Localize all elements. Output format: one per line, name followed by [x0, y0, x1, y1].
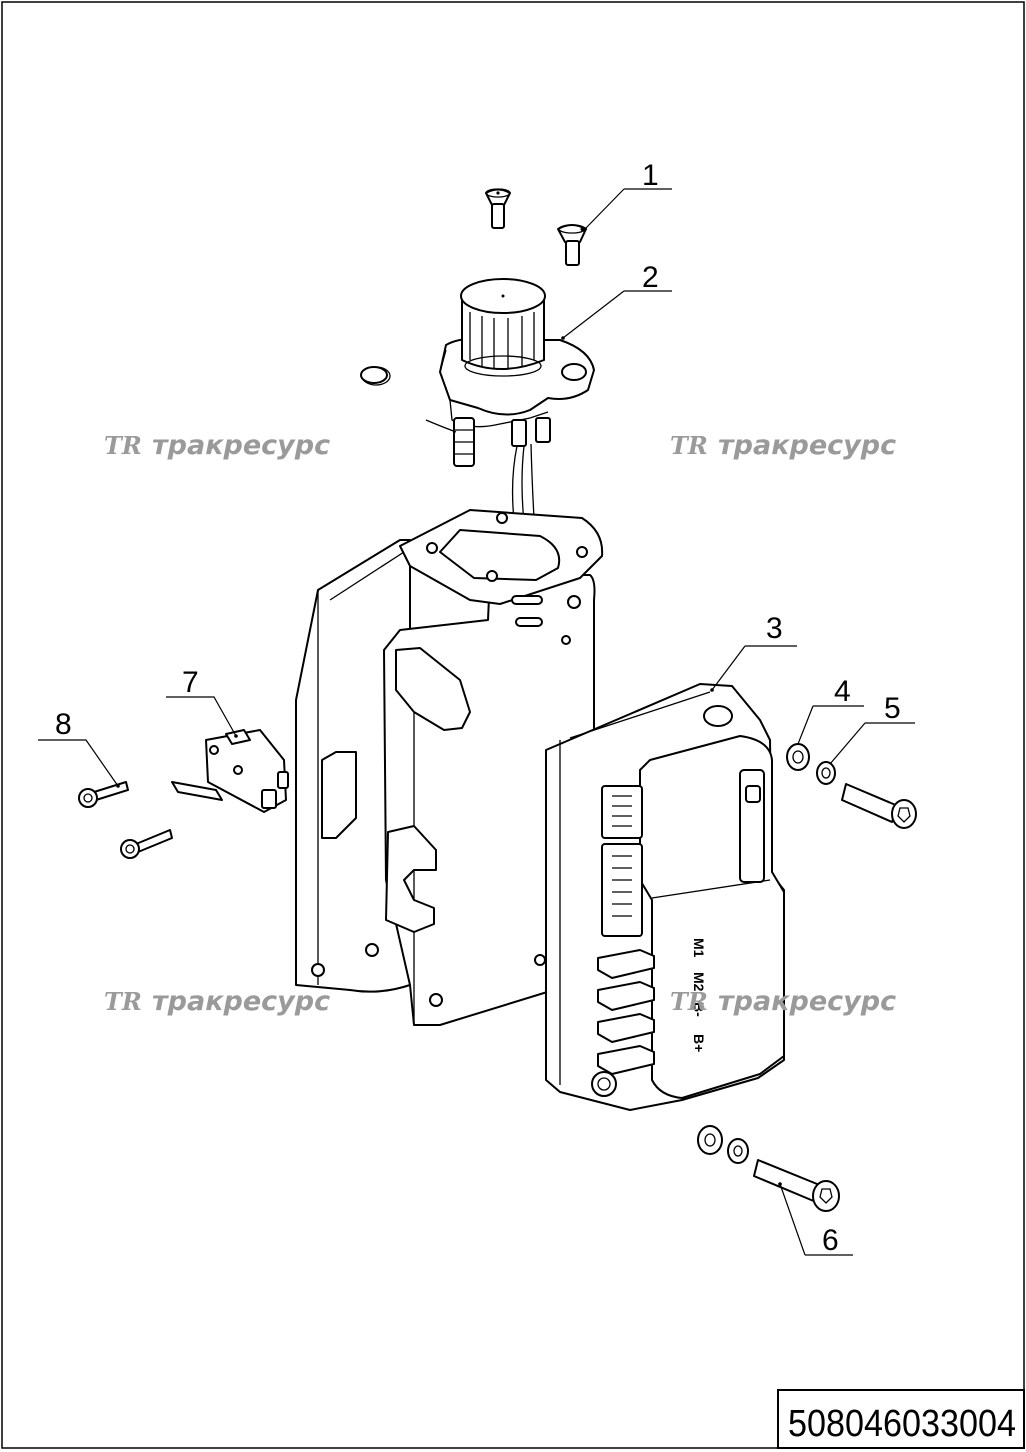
mounting-bracket [295, 509, 604, 1026]
callout-5: 5 [884, 692, 901, 725]
watermark-logo: TR [104, 987, 142, 1016]
unit-label-m2: M2 [691, 972, 707, 992]
unit-label-b-minus: B- [691, 1002, 707, 1017]
watermark-brand: тракресурс [152, 986, 330, 1017]
unit-label-m1: M1 [691, 938, 707, 958]
drawing-code-box: 508046033004 [777, 1389, 1025, 1449]
leader-lines [38, 188, 915, 1256]
callout-3: 3 [766, 612, 783, 645]
part-1-countersunk-screws[interactable] [485, 188, 587, 266]
watermark-top-right: TR тракресурс [670, 430, 896, 461]
small-screw-upper [78, 781, 129, 808]
callout-2: 2 [642, 261, 659, 294]
small-screw-lower [120, 829, 173, 859]
callout-4: 4 [834, 675, 851, 708]
watermark-brand: тракресурс [718, 430, 896, 461]
bolt-upper[interactable] [841, 783, 917, 829]
part-4-flat-washer[interactable] [786, 743, 810, 771]
callout-8: 8 [55, 708, 72, 741]
callout-6: 6 [822, 1224, 839, 1257]
unit-label-b-plus: B+ [691, 1034, 707, 1052]
watermark-brand: тракресурс [718, 986, 896, 1017]
callout-numbers: 1 2 3 4 5 6 7 8 [55, 159, 901, 1257]
drawing-code: 508046033004 [788, 1403, 1016, 1445]
callout-7: 7 [182, 666, 199, 699]
watermark-top-left: TR тракресурс [104, 430, 330, 461]
watermark-bottom-right: TR тракресурс [670, 986, 896, 1017]
watermark-logo: TR [104, 431, 142, 460]
screw-left [485, 188, 511, 229]
part-5-spring-washer[interactable] [816, 761, 836, 785]
part-6-bolt-lower[interactable] [697, 1125, 840, 1212]
watermark-brand: тракресурс [152, 430, 330, 461]
callout-1: 1 [642, 159, 659, 192]
part-7-micro-switch[interactable] [171, 729, 289, 813]
part-8-small-screws[interactable] [78, 781, 173, 859]
part-2-rotary-switch[interactable] [360, 278, 595, 523]
watermark-logo: TR [670, 431, 708, 460]
screw-right [557, 224, 587, 266]
watermark-logo: TR [670, 987, 708, 1016]
watermark-bottom-left: TR тракресурс [104, 986, 330, 1017]
part-3-controller-unit[interactable]: M1 M2 B- B+ [545, 683, 785, 1111]
